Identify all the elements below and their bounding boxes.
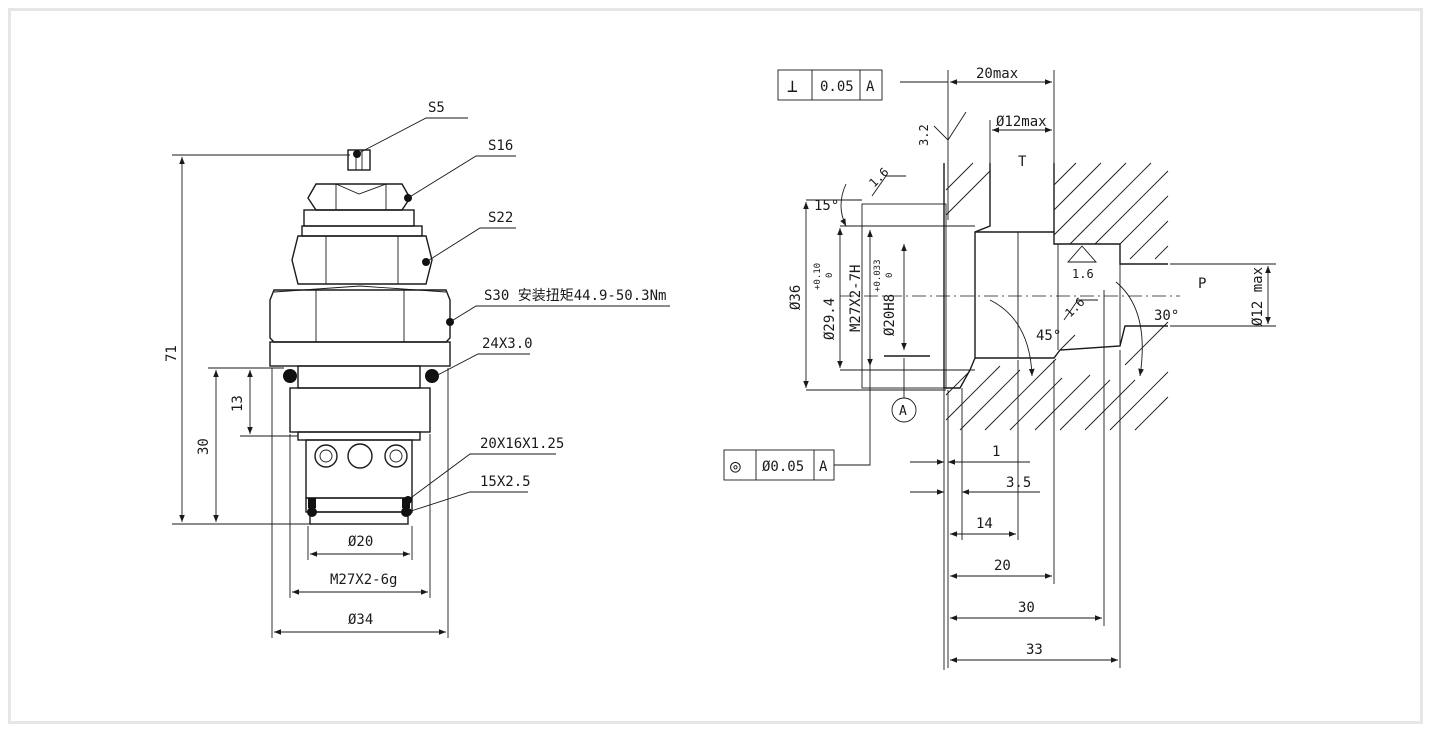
left-callouts [353,117,670,516]
dim-dia-12max-right: Ø12 max [1250,267,1266,326]
drawing-frame [8,8,1423,724]
rough-1-6-c: 1.6 [1062,295,1087,320]
dim-14: 14 [976,516,993,532]
dim-dia-34: Ø34 [348,612,373,628]
dim-dia-20h8: Ø20H8 [882,294,898,336]
callout-s22: S22 [488,210,513,226]
dim-33: 33 [1026,642,1043,658]
rough-1-6-a: 1.6 [866,165,891,190]
dim-3-5: 3.5 [1006,475,1031,491]
dim-30-r: 30 [1018,600,1035,616]
callout-seal-20x16: 20X16X1.25 [480,436,564,452]
oring-24x3-left [283,369,297,383]
dim-20max: 20max [976,66,1018,82]
callout-s30: S30 安装扭矩44.9-50.3Nm [484,288,666,304]
dim-71: 71 [164,345,180,362]
tol-20h8-upper: +0.033 [873,259,883,292]
angle-30: 30° [1154,308,1179,324]
rough-3-2: 3.2 [917,124,931,146]
s30-hex [269,289,451,343]
angle-45: 45° [1036,328,1061,344]
datum-a-bubble [891,397,917,423]
perp-value: 0.05 [820,79,854,95]
dim-thread-m27: M27X2-6g [330,572,397,588]
valve-side-view [269,149,451,525]
perp-datum: A [866,79,875,95]
conc-symbol: ◎ [730,456,741,477]
datum-a: A [899,404,907,419]
dim-thread-m27-7h: M27X2-7H [848,265,864,332]
s22-hex [291,235,433,285]
dim-1: 1 [992,444,1000,460]
dim-dia-29-4: Ø29.4 [822,298,838,340]
conc-value: Ø0.05 [762,459,804,475]
right-dimensions [723,69,1276,670]
dim-12max-top: Ø12max [996,114,1047,130]
port-p: P [1198,276,1206,292]
callout-oring-24x3: 24X3.0 [482,336,533,352]
port-t: T [1018,154,1027,170]
perp-frame [777,69,883,101]
s5-screw [347,149,371,171]
tol-20h8-lower: 0 [885,273,895,278]
rough-1-6-b: 1.6 [1072,267,1094,281]
cavity-section [840,162,1180,431]
left-labels: S5 S16 S22 S30 安装扭矩44.9-50.3Nm 24X3.0 20… [164,100,666,628]
tol-29-4-lower: 0 [825,273,835,278]
angle-15: 15° [814,198,839,214]
dim-30: 30 [196,438,212,455]
dim-dia-20: Ø20 [348,534,373,550]
dim-13: 13 [230,395,246,412]
dim-20: 20 [994,558,1011,574]
dim-dia-36: Ø36 [788,285,804,310]
callout-oring-15x2: 15X2.5 [480,474,531,490]
tol-29-4-upper: +0.10 [813,263,823,290]
oring-24x3-right [425,369,439,383]
left-dimensions [172,154,449,638]
callout-s5: S5 [428,100,445,116]
s16-nut [307,183,411,211]
callout-s16: S16 [488,138,513,154]
right-labels: ⊥ 0.05 A ◎ Ø0.05 A A T P 20max Ø12max 3.… [730,66,1266,658]
perp-symbol: ⊥ [787,76,798,97]
conc-datum: A [819,459,828,475]
section-hatch [945,162,1169,431]
